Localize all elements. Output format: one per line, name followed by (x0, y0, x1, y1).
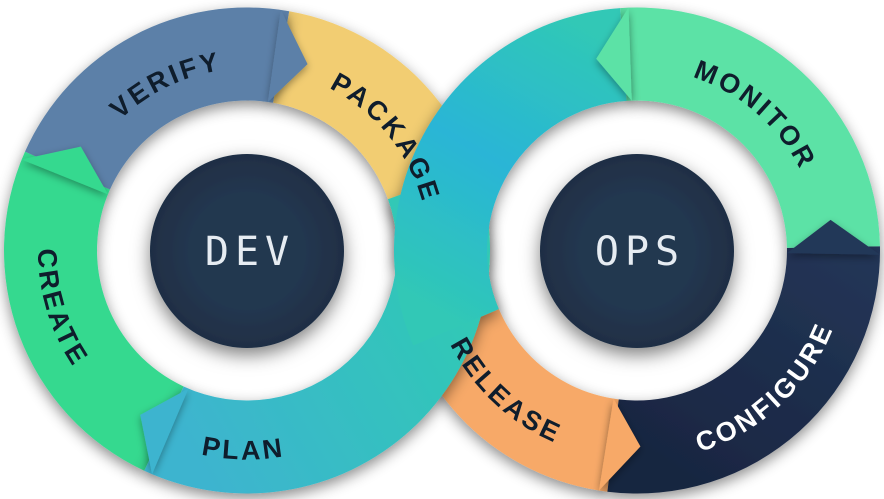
main-bands (4, 7, 880, 494)
release-arrow-tip-icon (598, 398, 641, 491)
crossing-band (144, 8, 627, 494)
dev-circle (150, 154, 344, 348)
verify-arrow-tip-icon (267, 9, 308, 102)
dev-label: DEV (205, 229, 295, 275)
ops-label: OPS (595, 229, 685, 275)
arrow-tips (21, 7, 880, 491)
ops-circle (540, 154, 734, 348)
segment-label-plan: PLAN (200, 431, 287, 466)
monitor-arrow-tip-icon (596, 7, 632, 101)
hub-circles (150, 154, 734, 348)
configure-arrow-tip-icon (786, 219, 880, 255)
segment-configure-arc (607, 246, 880, 494)
segment-create-arc (4, 151, 184, 471)
create-arrow-tip-icon (21, 146, 108, 195)
segment-monitor-arc (620, 7, 880, 248)
plan-arrow-tip-icon (140, 388, 189, 475)
segment-plan-continuation-arc (394, 8, 627, 346)
segment-verify-arc (25, 7, 290, 190)
